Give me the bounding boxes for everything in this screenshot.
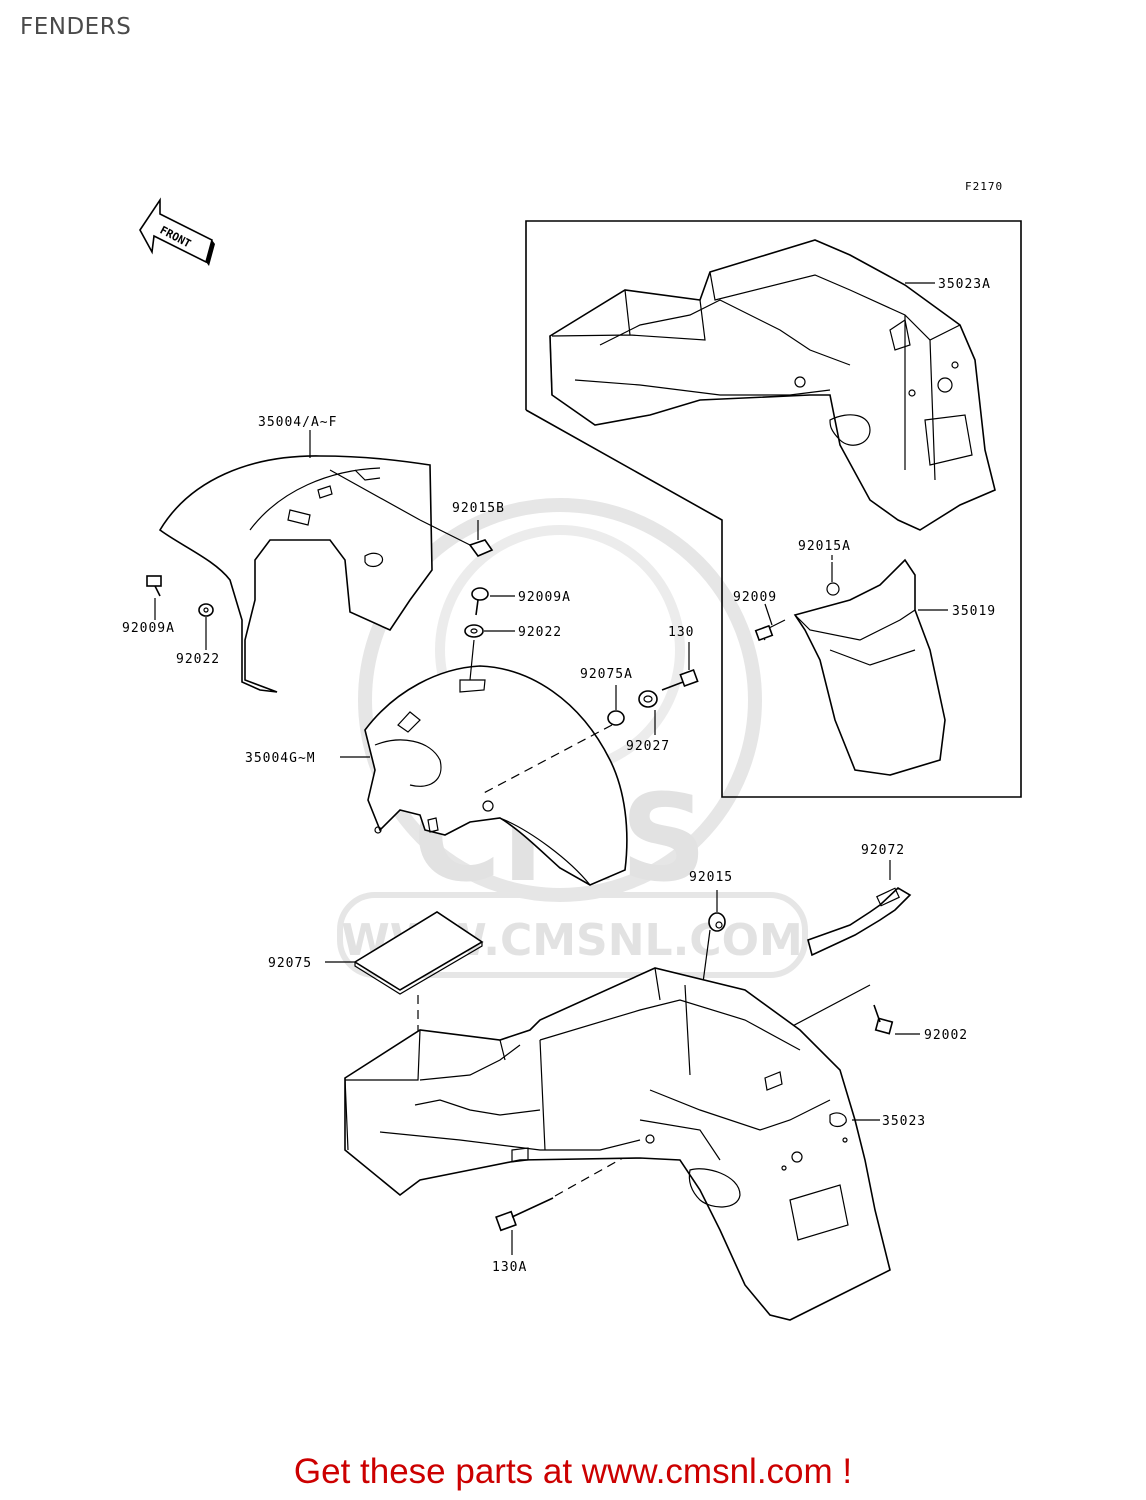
washer-92022-left-icon	[198, 603, 214, 617]
bolt-130A-icon	[495, 1139, 656, 1255]
strap-92072-icon	[807, 860, 912, 957]
front-arrow-icon: FRONT	[139, 197, 215, 266]
label-35023A: 35023A	[938, 277, 991, 292]
label-92072: 92072	[861, 843, 905, 858]
label-92009A: 92009A	[518, 590, 571, 605]
label-92075: 92075	[268, 956, 312, 971]
bolt-130-icon	[661, 642, 699, 691]
pad-92075-icon	[325, 911, 484, 1080]
label-92027: 92027	[626, 739, 670, 754]
part-labels: 35023A 35004/A~F 92015B 92009A 92022 920…	[122, 277, 996, 1275]
screw-92009A-icon	[471, 587, 515, 616]
fasteners	[146, 519, 920, 1255]
front-fender-lower	[364, 665, 628, 886]
collar-92027-icon	[638, 690, 658, 735]
label-35004-A-F: 35004/A~F	[258, 415, 337, 430]
washer-92075A-icon	[607, 685, 625, 726]
label-130A: 130A	[492, 1260, 527, 1275]
washer-92022-icon	[464, 624, 515, 681]
rear-fender-35023	[344, 967, 891, 1321]
rear-fender-35023A	[549, 239, 996, 531]
figure-code: F2170	[965, 180, 1003, 193]
label-35023: 35023	[882, 1114, 926, 1129]
promo-banner-link[interactable]: Get these parts at www.cmsnl.com !	[293, 1452, 853, 1491]
label-92009A-left: 92009A	[122, 621, 175, 636]
label-92075A: 92075A	[580, 667, 633, 682]
inset-box	[525, 220, 1022, 798]
label-35019: 35019	[952, 604, 996, 619]
front-fender-upper	[158, 455, 433, 693]
label-130: 130	[668, 625, 694, 640]
mudguard-35019	[754, 558, 946, 776]
label-92015B: 92015B	[452, 501, 505, 516]
page-title: FENDERS	[20, 14, 132, 40]
label-35004G-M: 35004G~M	[245, 751, 316, 766]
label-92022-left: 92022	[176, 652, 220, 667]
label-92022: 92022	[518, 625, 562, 640]
label-92015A: 92015A	[798, 539, 851, 554]
label-92002: 92002	[924, 1028, 968, 1043]
label-92015: 92015	[689, 870, 733, 885]
clip-92015B-icon	[468, 539, 494, 557]
screw-92009A-left-icon	[146, 575, 162, 597]
leader-lines	[154, 282, 948, 1121]
label-92009: 92009	[733, 590, 777, 605]
